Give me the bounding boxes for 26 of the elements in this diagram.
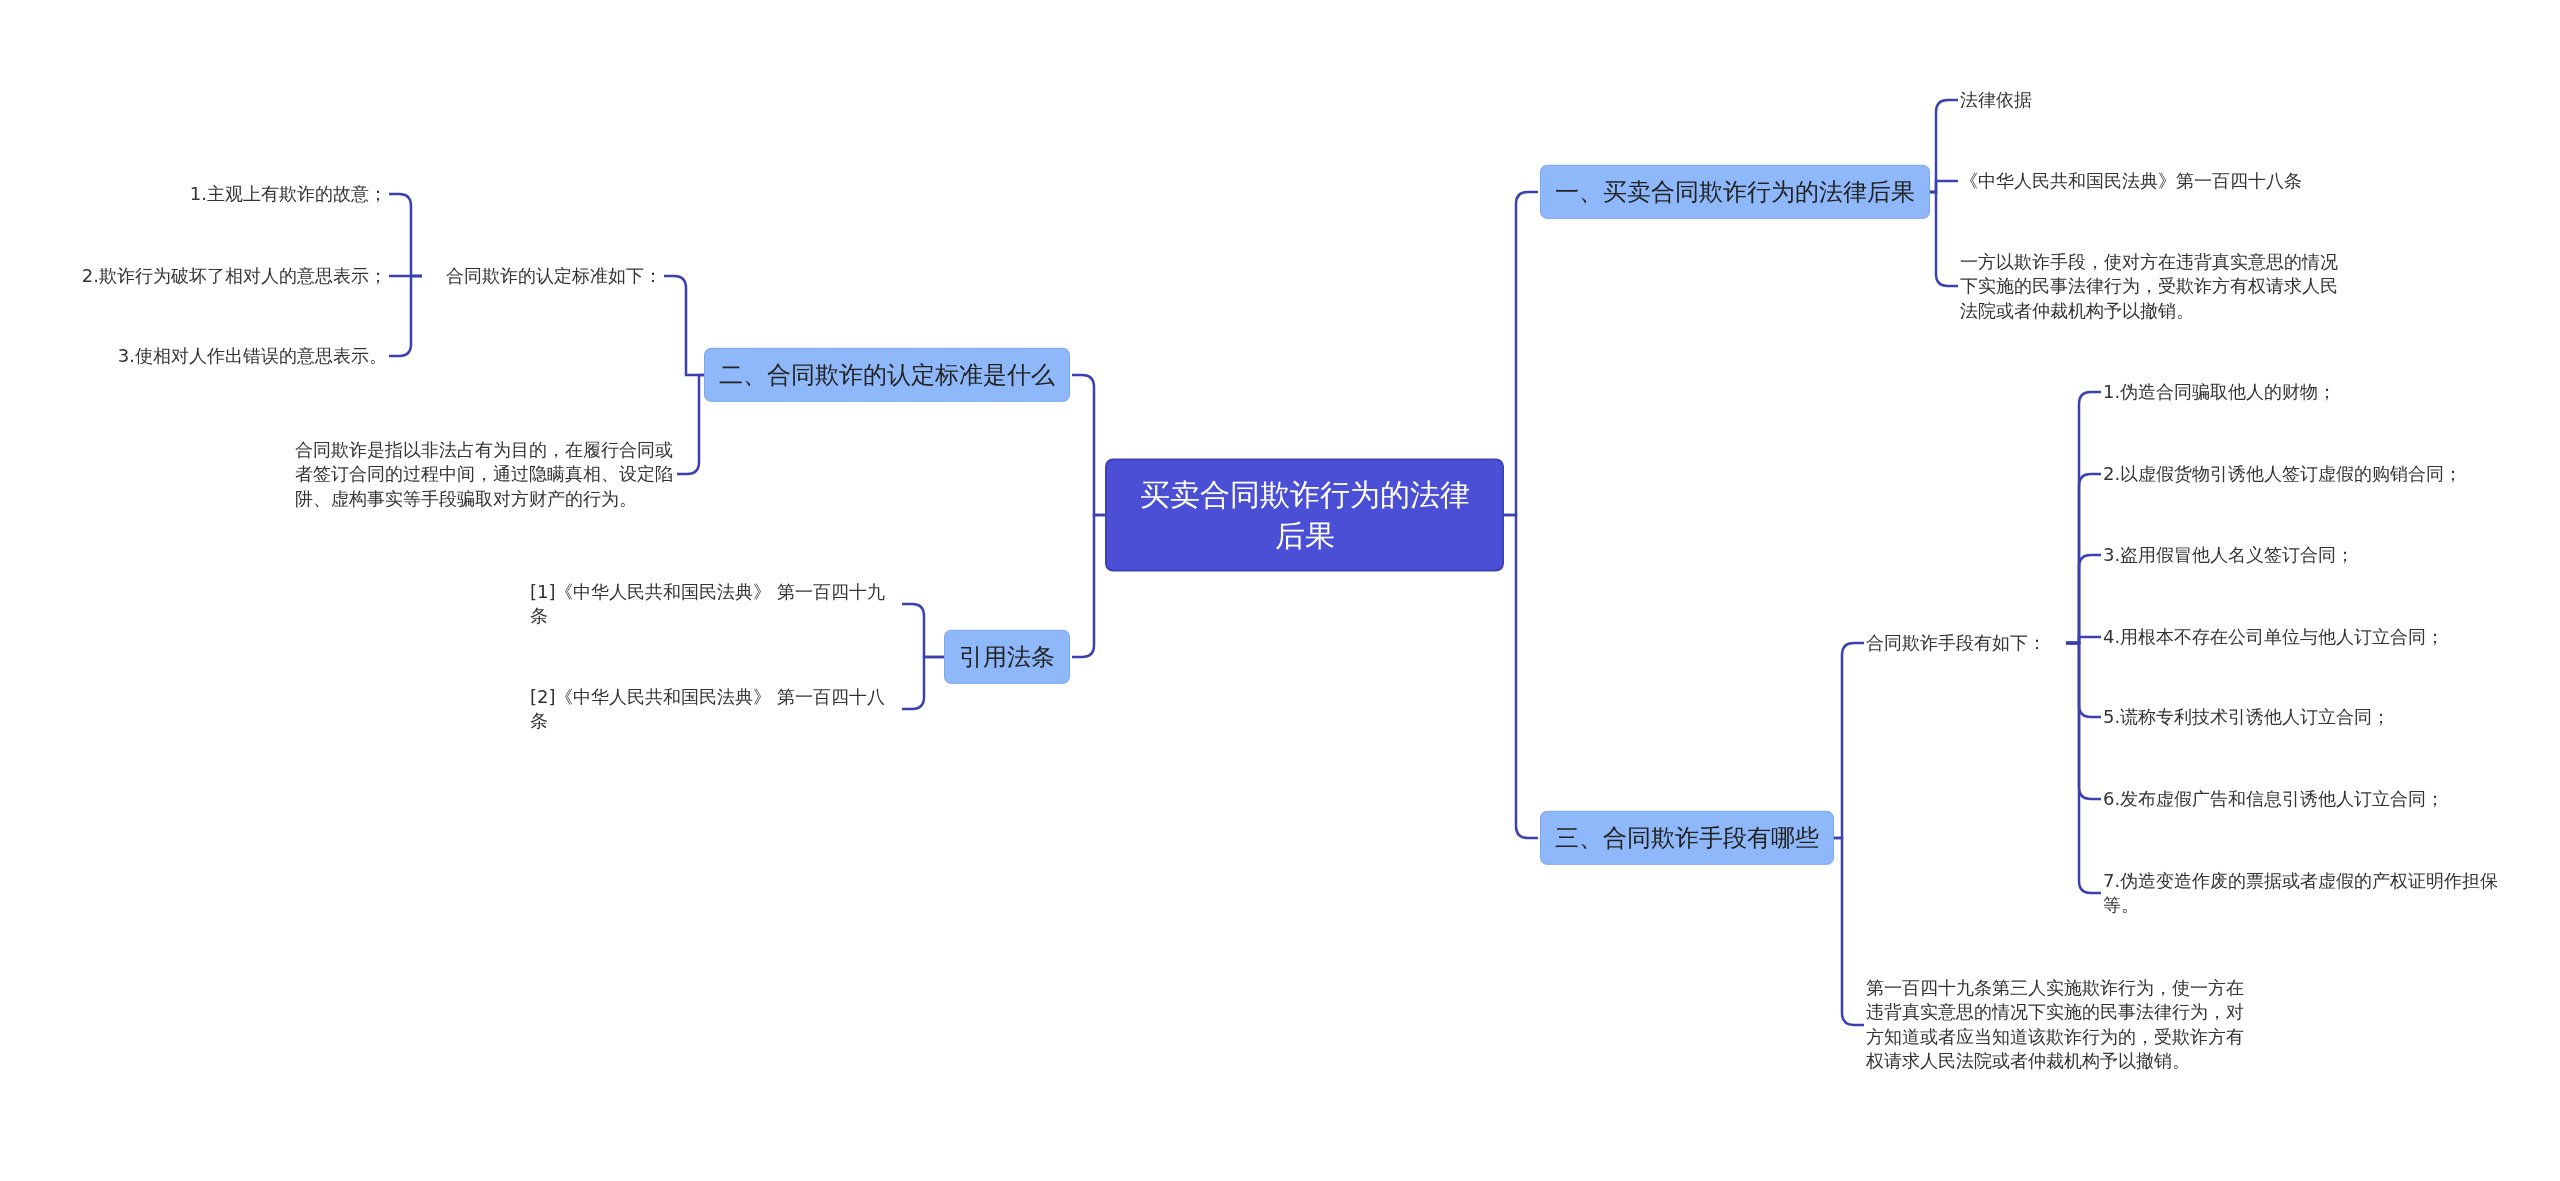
topic-box: 三、合同欺诈手段有哪些 bbox=[1540, 810, 1834, 866]
branch-text: 2.以虚假货物引诱他人签订虚假的购销合同； bbox=[2103, 461, 2513, 487]
branch-text: 合同欺诈是指以非法占有为目的，在履行合同或者签订合同的过程中间，通过隐瞒真相、设定陷阱、虚构事实等手段骗取对方财产的行为。 bbox=[295, 437, 675, 511]
branch-text: 《中华人民共和国民法典》第一百四十八条 bbox=[1960, 168, 2460, 194]
branch-text: 2.欺诈行为破坏了相对人的意思表示； bbox=[57, 263, 387, 289]
branch-text: 一方以欺诈手段，使对方在违背真实意思的情况下实施的民事法律行为，受欺诈方有权请求人民法院或者仲裁机构予以撤销。 bbox=[1960, 249, 2350, 323]
branch-text: 5.谎称专利技术引诱他人订立合同； bbox=[2103, 704, 2513, 730]
connector-line bbox=[1072, 513, 1105, 659]
branch-text: 1.主观上有欺诈的故意； bbox=[57, 181, 387, 207]
branch-text: 1.伪造合同骗取他人的财物； bbox=[2103, 379, 2513, 405]
connector-line bbox=[1504, 513, 1538, 840]
central-topic-box: 买卖合同欺诈行为的法律后果 bbox=[1105, 458, 1504, 572]
branch-text: 4.用根本不存在公司单位与他人订立合同； bbox=[2103, 624, 2513, 650]
branch-text: 3.盗用假冒他人名义签订合同； bbox=[2103, 542, 2513, 568]
branch-text: 第一百四十九条第三人实施欺诈行为，使一方在违背真实意思的情况下实施的民事法律行为，对方知道或者应当知道该欺诈行为的，受欺诈方有权请求人民法院或者仲裁机构予以撤销。 bbox=[1866, 976, 2256, 1074]
topic-box: 一、买卖合同欺诈行为的法律后果 bbox=[1540, 164, 1930, 220]
branch-text: 合同欺诈的认定标准如下： bbox=[422, 263, 662, 289]
branch-text: 3.使相对人作出错误的意思表示。 bbox=[57, 343, 387, 369]
topic-box: 二、合同欺诈的认定标准是什么 bbox=[704, 347, 1070, 403]
branch-text: 法律依据 bbox=[1960, 87, 2160, 113]
topic-box: 引用法条 bbox=[944, 629, 1070, 685]
branch-text: 合同欺诈手段有如下： bbox=[1866, 630, 2066, 656]
branch-text: 6.发布虚假广告和信息引诱他人订立合同； bbox=[2103, 786, 2513, 812]
branch-text: 7.伪造变造作废的票据或者虚假的产权证明作担保等。 bbox=[2103, 868, 2513, 918]
branch-text: [2]《中华人民共和国民法典》 第一百四十八条 bbox=[530, 684, 900, 734]
branch-text: [1]《中华人民共和国民法典》 第一百四十九条 bbox=[530, 579, 900, 629]
